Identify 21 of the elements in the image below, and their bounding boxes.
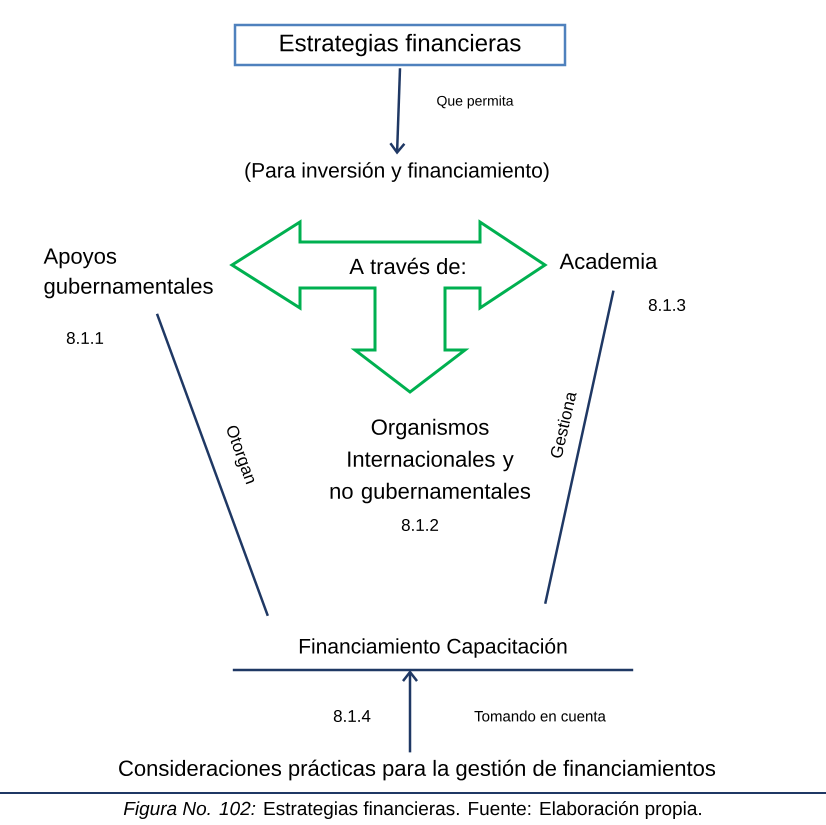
section-number: 8.1.2 — [402, 518, 438, 532]
arrow — [402, 670, 418, 752]
text-label: Academia — [560, 252, 658, 270]
section-number: 8.1.4 — [334, 710, 370, 722]
text-label: Apoyos gubernamentales — [44, 248, 213, 298]
title-box: Estrategias financieras — [234, 24, 566, 66]
section-number: 8.1.3 — [648, 298, 686, 312]
connector-line — [156, 313, 269, 616]
text-label: Consideraciones prácticas para la gestión de financiamientos — [119, 760, 716, 780]
text-label: Organismos Internacionales y no gubernamentales — [330, 418, 530, 504]
edge-label: Gestiona — [551, 393, 577, 458]
arrow-label: A través de: — [349, 258, 465, 274]
arrow — [389, 68, 406, 155]
connector-line — [544, 290, 615, 604]
edge-label: Que permita — [437, 95, 514, 109]
underlined-label: Financiamiento Capacitación — [232, 638, 634, 672]
section-number: 8.1.1 — [66, 332, 104, 344]
text-label: (Para inversión y financiamiento) — [245, 162, 549, 182]
edge-label: Otorgan — [227, 426, 254, 484]
edge-label: Tomando en cuenta — [474, 710, 606, 722]
caption: Figura No. 102: Estrategias financieras. Fuente: Elaboración propia. — [124, 801, 701, 819]
